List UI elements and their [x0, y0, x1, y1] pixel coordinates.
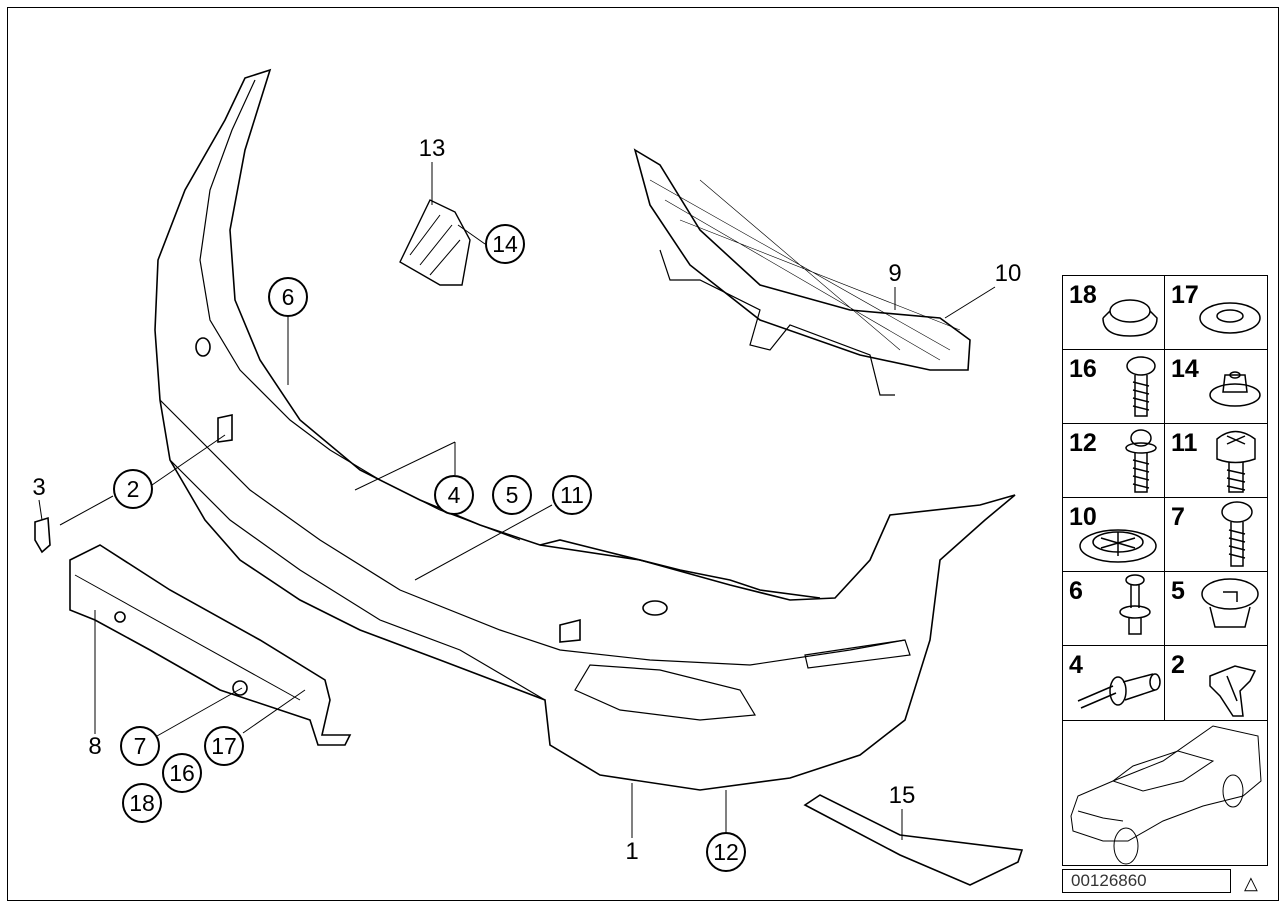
car-outline-icon [1070, 725, 1262, 865]
callout-14[interactable]: 14 [485, 224, 525, 264]
callout-4[interactable]: 4 [434, 475, 474, 515]
document-number: 00126860 [1062, 869, 1231, 893]
legend-cell-18[interactable]: 18 [1063, 276, 1165, 350]
callout-3[interactable]: 3 [32, 474, 46, 501]
callout-7[interactable]: 7 [120, 726, 160, 766]
legend-cell-11[interactable]: 11 [1165, 424, 1267, 498]
blind-rivet-icon [1077, 673, 1161, 709]
callout-8[interactable]: 8 [88, 733, 102, 760]
grille [633, 148, 971, 371]
callout-12[interactable]: 12 [706, 832, 746, 872]
cap-icon [1102, 299, 1158, 337]
screw-icon [1221, 501, 1253, 567]
callout-2[interactable]: 2 [113, 469, 153, 509]
callout-5[interactable]: 5 [492, 475, 532, 515]
legend-cell-5[interactable]: 5 [1165, 572, 1267, 646]
legend-cell-4[interactable]: 4 [1063, 646, 1165, 720]
legend-cell-2[interactable]: 2 [1165, 646, 1267, 720]
bracket-clip-icon [1209, 665, 1257, 717]
legend-cell-17[interactable]: 17 [1165, 276, 1267, 350]
callout-13[interactable]: 13 [418, 135, 446, 162]
callout-18[interactable]: 18 [122, 783, 162, 823]
callout-9[interactable]: 9 [888, 260, 902, 287]
callout-17[interactable]: 17 [204, 726, 244, 766]
license-plate-bracket [69, 544, 352, 746]
callout-15[interactable]: 15 [888, 782, 916, 809]
clip-nut-icon [1201, 578, 1259, 628]
push-nut-icon [1079, 529, 1157, 563]
callout-11[interactable]: 11 [552, 475, 592, 515]
bracket-13 [399, 199, 471, 286]
callout-10[interactable]: 10 [994, 260, 1022, 287]
legend-cell-16[interactable]: 16 [1063, 350, 1165, 424]
screw-icon [1126, 356, 1156, 417]
legend-cell-7[interactable]: 7 [1165, 498, 1267, 572]
legend-cell-6[interactable]: 6 [1063, 572, 1165, 646]
bracket-15 [803, 794, 1024, 886]
screw-icon [1125, 429, 1157, 493]
flange-nut-icon [1209, 371, 1261, 407]
callout-16[interactable]: 16 [162, 753, 202, 793]
callout-6[interactable]: 6 [268, 277, 308, 317]
warning-triangle-icon: △ [1244, 873, 1258, 893]
washer-icon [1199, 302, 1261, 334]
diagram-frame [7, 7, 1279, 901]
screw-icon [1216, 430, 1256, 493]
legend-cell-10[interactable]: 10 [1063, 498, 1165, 572]
expansion-rivet-icon [1119, 574, 1151, 635]
fastener-legend-grid: 18 17 16 14 12 11 10 7 6 5 4 2 [1062, 275, 1268, 866]
legend-cell-14[interactable]: 14 [1165, 350, 1267, 424]
bumper-cover [154, 68, 1016, 791]
legend-cell-12[interactable]: 12 [1063, 424, 1165, 498]
callout-1[interactable]: 1 [625, 838, 639, 865]
vehicle-location-thumbnail [1063, 720, 1267, 866]
